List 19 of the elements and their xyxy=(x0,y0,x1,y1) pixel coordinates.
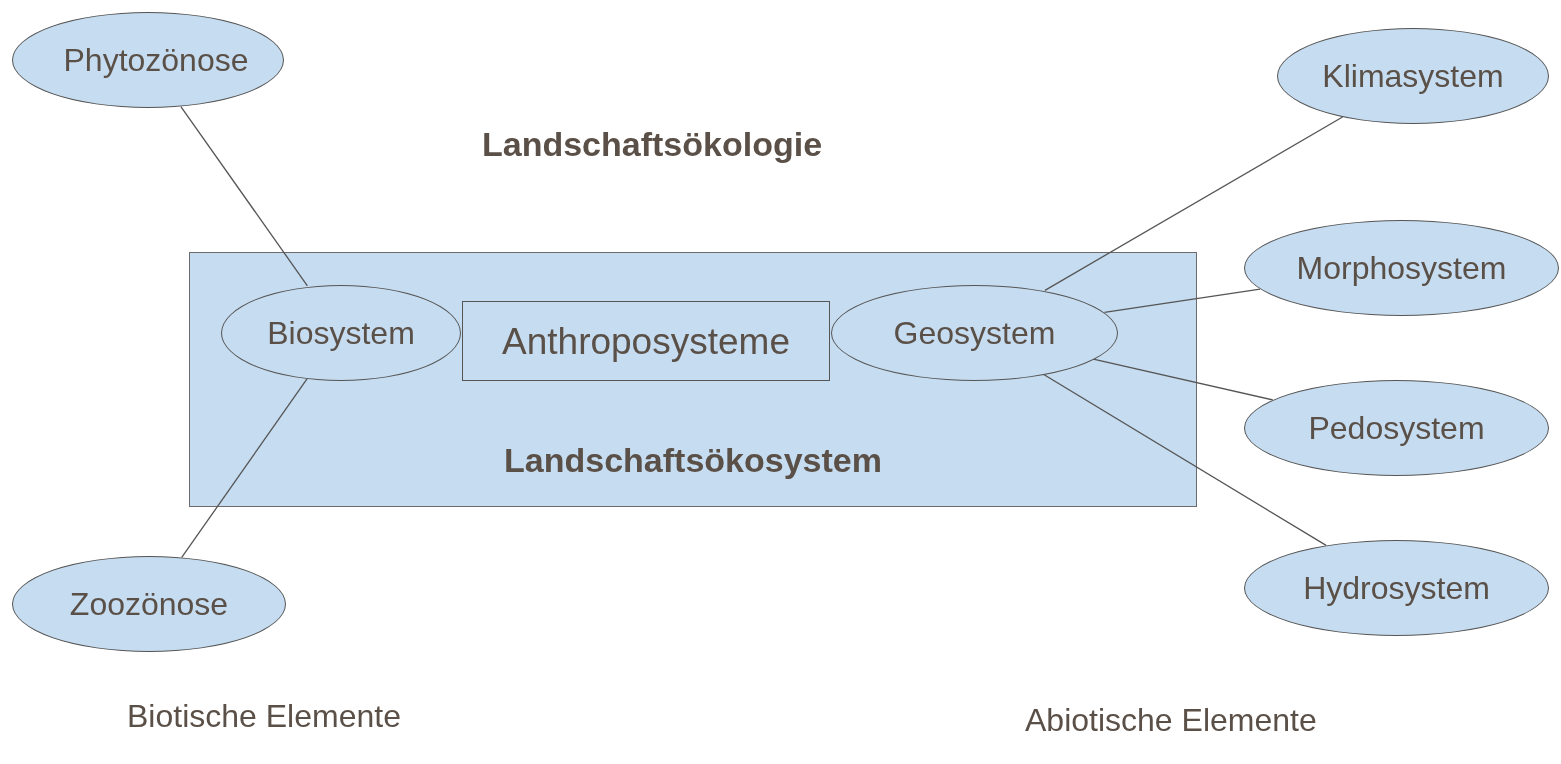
process-box: Anthroposysteme xyxy=(462,301,830,381)
connector-line xyxy=(1044,116,1344,292)
ellipse-node: Biosystem xyxy=(221,285,461,381)
ellipse-node: Geosystem xyxy=(831,285,1118,381)
connector-line xyxy=(181,377,309,559)
ellipse-node: Zoozönose xyxy=(12,556,286,652)
diagram-title: Landschaftsökologie xyxy=(482,127,823,161)
connector-line xyxy=(1042,373,1327,547)
system-frame xyxy=(189,252,1197,507)
ellipse-node: Klimasystem xyxy=(1277,28,1549,124)
ellipse-node: Phytozönose xyxy=(12,12,284,108)
ellipse-node: Pedosystem xyxy=(1244,380,1549,476)
group-label: Abiotische Elemente xyxy=(1025,704,1317,736)
connector-line xyxy=(180,105,309,287)
ellipse-node: Hydrosystem xyxy=(1244,540,1549,636)
connector-line xyxy=(1103,288,1261,314)
group-label: Biotische Elemente xyxy=(127,700,401,732)
ellipse-node: Morphosystem xyxy=(1244,220,1559,316)
frame-title: Landschaftsökosystem xyxy=(503,443,883,477)
